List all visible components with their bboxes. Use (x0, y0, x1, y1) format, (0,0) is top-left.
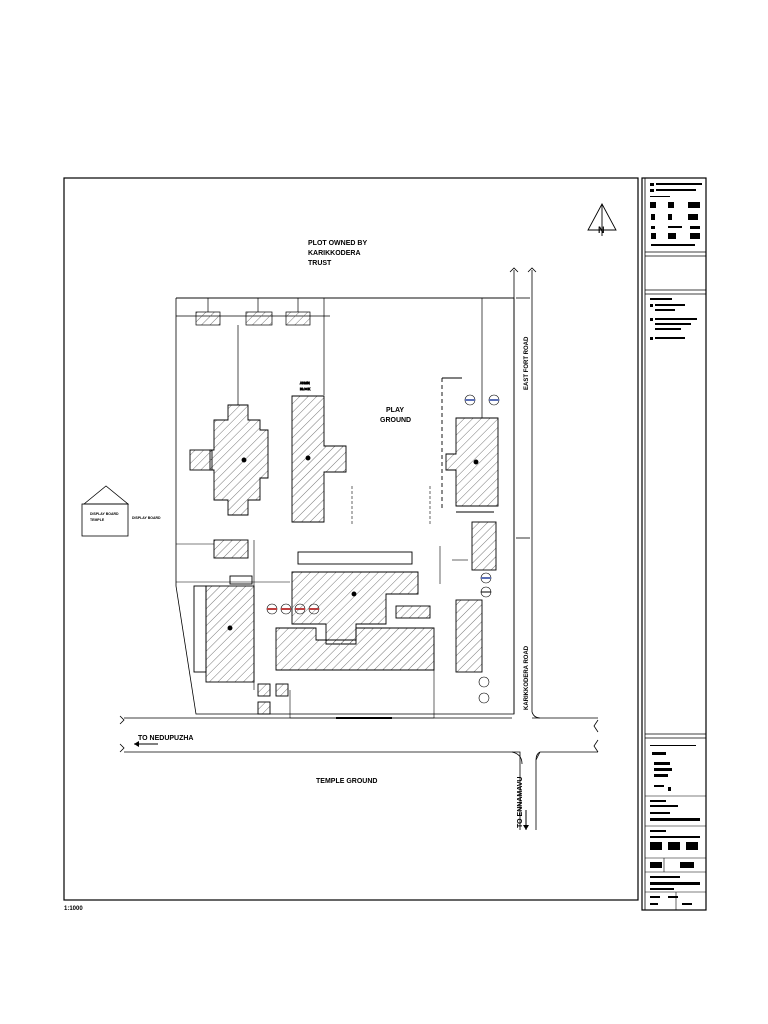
road-east-lower-label: KARIKKODERA ROAD (524, 645, 530, 710)
west-arrow-icon (134, 741, 158, 747)
play-ground-label-1: PLAY (386, 407, 404, 414)
south-arrow-icon (523, 810, 529, 830)
main-road (119, 711, 599, 830)
drawing-frame (63, 177, 639, 901)
building-left-cross (189, 404, 269, 516)
road-south-label: TO ENNAMAVU (517, 777, 524, 828)
north-arrow-icon: N (587, 203, 617, 236)
play-ground-label-2: GROUND (380, 417, 411, 424)
road-west-label: TO NEDUPUZHA (138, 735, 193, 742)
building-tall: ADMIN BLOCK (291, 381, 347, 523)
svg-text:ADMIN: ADMIN (300, 381, 310, 385)
top-plot-label-3: TRUST (308, 260, 332, 267)
building-right (441, 377, 499, 673)
top-plot-label-2: KARIKKODERA (308, 250, 361, 257)
north-label: N (598, 225, 605, 235)
road-east-upper-label: EAST FORT ROAD (524, 336, 530, 390)
display-board-sign: DISPLAY BOARD TEMPLE (81, 485, 130, 537)
display-sign-line-2: TEMPLE (90, 518, 105, 522)
temple-ground-label: TEMPLE GROUND (316, 778, 377, 785)
top-small-rooms (176, 298, 483, 418)
scale-note: 1:1000 (64, 906, 83, 912)
east-road (509, 267, 537, 714)
title-block (641, 177, 707, 911)
top-plot-label-1: PLOT OWNED BY (308, 240, 367, 247)
building-central (275, 551, 435, 671)
site-boundary (175, 297, 515, 715)
building-left-lower (193, 539, 289, 715)
display-sign-line-1: DISPLAY BOARD (90, 512, 119, 516)
svg-text:BLOCK: BLOCK (300, 387, 310, 391)
display-board-label: DISPLAY BOARD (132, 516, 161, 520)
